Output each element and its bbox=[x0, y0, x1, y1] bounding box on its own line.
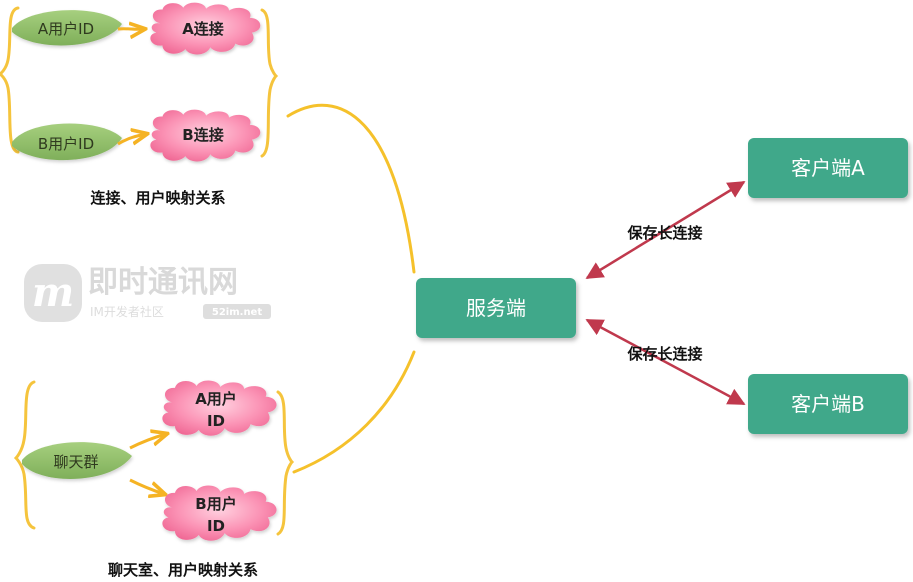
link-arrow-client-a bbox=[585, 180, 746, 280]
right-brace-icon bbox=[260, 8, 279, 158]
watermark-logo-icon bbox=[24, 264, 82, 322]
leaf-user-a-label: A用户ID bbox=[38, 20, 94, 38]
leaf-icon bbox=[12, 10, 122, 46]
link-arrow-client-b bbox=[585, 318, 746, 406]
cloud-chat-user-b: B用户 ID bbox=[162, 485, 277, 541]
cloud-chat-user-b-line1: B用户 bbox=[195, 495, 236, 513]
watermark-title: 即时通讯网 bbox=[88, 265, 238, 300]
client-b-label: 客户端B bbox=[791, 392, 865, 416]
watermark-subtitle: IM开发者社区 bbox=[90, 304, 164, 319]
client-a-label: 客户端A bbox=[791, 156, 865, 180]
connection-map-group: A用户ID B用户ID A连接 B连接 连接、用户映射关系 bbox=[0, 2, 279, 207]
server-box bbox=[416, 278, 576, 338]
cloud-connection-b-label: B连接 bbox=[182, 126, 223, 144]
client-b-node: 客户端B bbox=[748, 374, 908, 434]
link-label-client-b: 保存长连接 bbox=[626, 345, 702, 363]
left-brace-icon bbox=[13, 380, 36, 530]
cloud-chat-user-a-line2: ID bbox=[207, 412, 225, 430]
connector-curve-bottom bbox=[292, 350, 416, 474]
leaf-chat-group: 聊天群 bbox=[22, 442, 132, 479]
cloud-connection-b: B连接 bbox=[150, 109, 261, 162]
arrow-icon bbox=[129, 434, 166, 450]
client-b-box bbox=[748, 374, 908, 434]
leaf-chat-group-label: 聊天群 bbox=[53, 453, 98, 471]
client-a-node: 客户端A bbox=[748, 138, 908, 198]
chatroom-map-caption: 聊天室、用户映射关系 bbox=[108, 561, 258, 579]
arrow-icon bbox=[117, 134, 146, 144]
cloud-connection-a-label: A连接 bbox=[182, 20, 224, 38]
link-label-client-a: 保存长连接 bbox=[626, 224, 702, 242]
leaf-user-b: B用户ID bbox=[12, 123, 122, 161]
server-label: 服务端 bbox=[466, 296, 526, 320]
arrow-icon bbox=[129, 478, 164, 494]
watermark-url: 52im.net bbox=[212, 307, 262, 318]
connection-map-caption: 连接、用户映射关系 bbox=[90, 189, 225, 207]
cloud-chat-user-a-line1: A用户 bbox=[195, 390, 237, 408]
client-a-box bbox=[748, 138, 908, 198]
watermark: m 即时通讯网 IM开发者社区 52im.net bbox=[24, 264, 271, 322]
right-brace-icon bbox=[276, 390, 295, 536]
cloud-chat-user-a: A用户 ID bbox=[162, 380, 277, 436]
chatroom-map-group: 聊天群 A用户 ID B用户 ID 聊天室、用户映射关系 bbox=[13, 380, 295, 579]
leaf-icon bbox=[12, 123, 122, 161]
watermark-logo-letter: m bbox=[32, 269, 74, 316]
leaf-user-b-label: B用户ID bbox=[38, 135, 94, 153]
leaf-icon bbox=[22, 442, 132, 479]
cloud-connection-a: A连接 bbox=[150, 2, 261, 55]
cloud-chat-user-b-line2: ID bbox=[207, 517, 225, 535]
watermark-url-badge bbox=[203, 304, 271, 319]
arrow-icon bbox=[117, 29, 144, 30]
server-node: 服务端 bbox=[416, 278, 576, 338]
connector-curve-top bbox=[286, 103, 416, 274]
leaf-user-a: A用户ID bbox=[12, 10, 122, 46]
left-brace-icon bbox=[0, 6, 20, 154]
